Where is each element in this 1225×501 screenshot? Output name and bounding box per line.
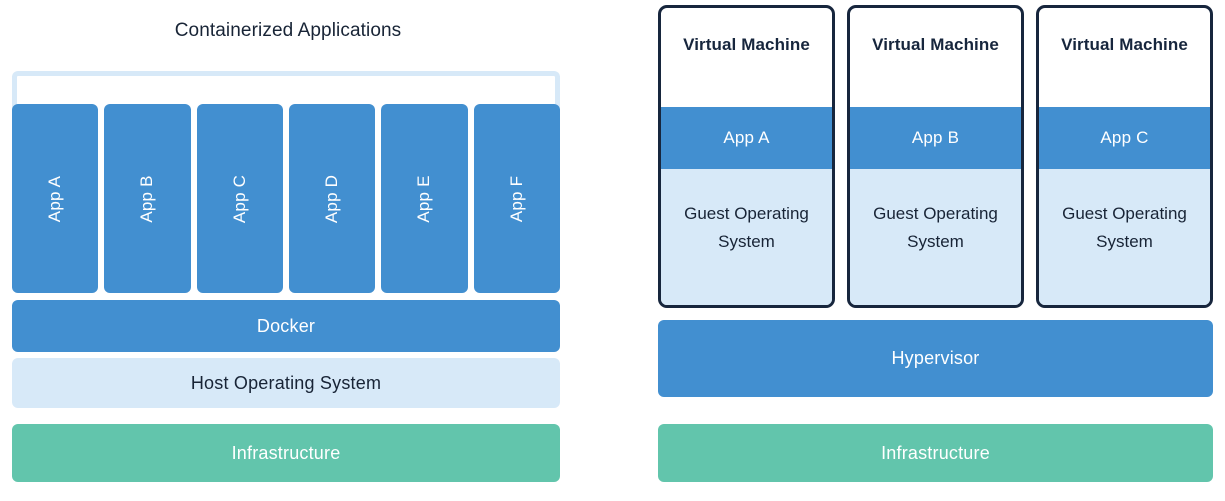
guest-operating-system: Guest Operating System <box>850 169 1021 305</box>
virtual-machine-box[interactable]: Virtual Machine App B Guest Operating Sy… <box>847 5 1024 308</box>
virtual-machine-title: Virtual Machine <box>872 35 999 54</box>
container-app-box[interactable]: App E <box>381 104 468 293</box>
container-app-label: App A <box>45 175 65 222</box>
docker-layer[interactable]: Docker <box>12 300 560 352</box>
container-app-box[interactable]: App C <box>196 104 283 293</box>
containers-panel: Containerized Applications App A App B A… <box>0 0 600 501</box>
virtual-machine-title: Virtual Machine <box>1061 35 1188 54</box>
container-app-box[interactable]: App A <box>12 104 99 293</box>
container-app-box[interactable]: App F <box>473 104 560 293</box>
container-app-box[interactable]: App D <box>288 104 376 293</box>
hypervisor-layer[interactable]: Hypervisor <box>658 320 1213 397</box>
container-app-box[interactable]: App B <box>104 104 191 293</box>
guest-operating-system: Guest Operating System <box>1039 169 1210 305</box>
virtual-machine-app: App B <box>850 107 1021 169</box>
containers-panel-title: Containerized Applications <box>174 20 402 41</box>
container-app-label: App B <box>137 174 157 223</box>
infrastructure-layer-right[interactable]: Infrastructure <box>658 424 1213 482</box>
infrastructure-layer-left[interactable]: Infrastructure <box>12 424 560 482</box>
container-app-label: App D <box>322 174 342 223</box>
container-apps-row: App A App B App C App D App E App F <box>12 104 560 293</box>
virtual-machine-app: App C <box>1039 107 1210 169</box>
virtual-machines-row: Virtual Machine App A Guest Operating Sy… <box>658 5 1213 308</box>
guest-operating-system: Guest Operating System <box>661 169 832 305</box>
virtual-machine-box[interactable]: Virtual Machine App A Guest Operating Sy… <box>658 5 835 308</box>
host-operating-system-layer[interactable]: Host Operating System <box>12 358 560 408</box>
container-app-label: App F <box>506 175 526 222</box>
virtual-machine-box[interactable]: Virtual Machine App C Guest Operating Sy… <box>1036 5 1213 308</box>
virtual-machine-app: App A <box>661 107 832 169</box>
container-bracket <box>12 71 560 123</box>
container-app-label: App E <box>414 174 434 223</box>
virtual-machine-title: Virtual Machine <box>683 35 810 54</box>
container-app-label: App C <box>229 174 249 223</box>
